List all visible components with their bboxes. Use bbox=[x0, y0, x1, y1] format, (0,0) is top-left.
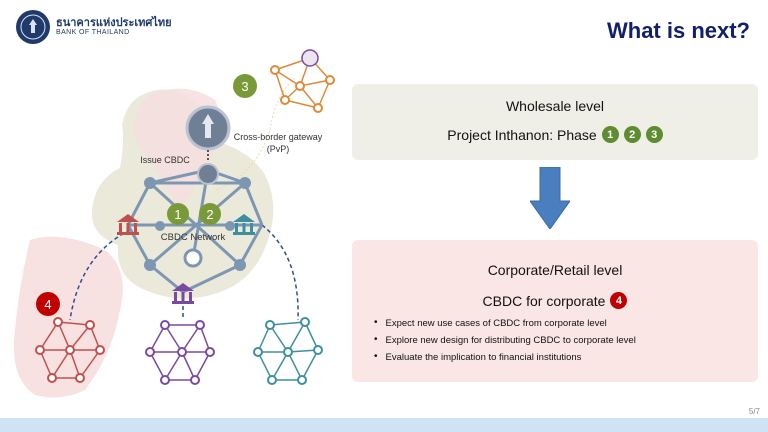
phase3-marker bbox=[233, 74, 257, 98]
issuing-node-icon bbox=[197, 163, 219, 185]
cbdc-network-nodes bbox=[144, 177, 251, 271]
bank-seal-icon bbox=[16, 10, 50, 44]
link-red-network bbox=[69, 229, 131, 321]
cross-border-label-line1: Cross-border gateway bbox=[234, 132, 323, 142]
issue-cbdc-label: Issue CBDC bbox=[140, 155, 190, 165]
bank-name-thai: ธนาคารแห่งประเทศไทย bbox=[56, 16, 172, 29]
bank-name-english: BANK OF THAILAND bbox=[56, 29, 130, 37]
retail-nodes-teal bbox=[253, 317, 323, 385]
network-hub-node bbox=[183, 248, 203, 268]
footer-bar bbox=[0, 418, 768, 432]
down-arrow-icon bbox=[530, 167, 570, 229]
phase2-marker bbox=[199, 203, 221, 225]
bank-building-icon-bottom bbox=[172, 283, 194, 304]
wholesale-phase-3: 3 bbox=[645, 126, 663, 143]
corporate-retail-level-box: Corporate/Retail level CBDC for corporat… bbox=[352, 240, 758, 382]
wholesale-phase-2: 2 bbox=[623, 126, 641, 143]
wholesale-phase-1: 1 bbox=[601, 126, 619, 143]
retail-bullet-list: •Expect new use cases of CBDC from corpo… bbox=[374, 318, 636, 369]
slide-title: What is next? bbox=[606, 18, 750, 43]
foreign-central-bank-icon bbox=[301, 49, 319, 67]
wholesale-phase-text: Project Inthanon: Phase bbox=[447, 126, 597, 143]
phase2-number: 2 bbox=[206, 207, 213, 222]
bullet-item: •Evaluate the implication to financial i… bbox=[374, 351, 582, 364]
link-teal-network bbox=[261, 224, 299, 321]
page-number: 5/7 bbox=[748, 407, 760, 416]
phase3-number: 3 bbox=[241, 79, 248, 94]
retail-heading: Corporate/Retail level bbox=[487, 262, 623, 278]
retail-subheading: CBDC for corporate bbox=[482, 292, 606, 309]
cbdc-network-label: CBDC Network bbox=[161, 232, 226, 243]
cbdc-network-diagram: 3 1 2 4 Cross-border gateway (PvP) Issue… bbox=[13, 49, 335, 398]
phase1-marker bbox=[167, 203, 189, 225]
wholesale-phase-line: Project Inthanon: Phase 1 2 3 bbox=[352, 126, 758, 143]
retail-nodes-red bbox=[35, 317, 105, 383]
retail-subheading-line: CBDC for corporate 4 bbox=[352, 292, 758, 309]
retail-highlight-red bbox=[13, 236, 123, 398]
bullet-item: •Expect new use cases of CBDC from corpo… bbox=[374, 317, 607, 330]
bank-building-icon-left bbox=[117, 214, 139, 235]
bank-logo: ธนาคารแห่งประเทศไทย BANK OF THAILAND bbox=[16, 10, 172, 44]
retail-nodes-purple bbox=[145, 320, 215, 385]
wholesale-heading: Wholesale level bbox=[505, 98, 605, 114]
phase1-number: 1 bbox=[174, 207, 181, 222]
retail-phase-4: 4 bbox=[610, 292, 628, 309]
bullet-item: •Explore new design for distributing CBD… bbox=[374, 334, 636, 347]
phase4-marker bbox=[36, 292, 60, 316]
cross-border-nodes bbox=[270, 65, 335, 113]
wholesale-level-box: Wholesale level Project Inthanon: Phase … bbox=[352, 84, 758, 160]
cross-border-label-line2: (PvP) bbox=[267, 144, 290, 154]
bank-building-icon-right bbox=[233, 214, 255, 235]
phase4-number: 4 bbox=[44, 297, 51, 312]
